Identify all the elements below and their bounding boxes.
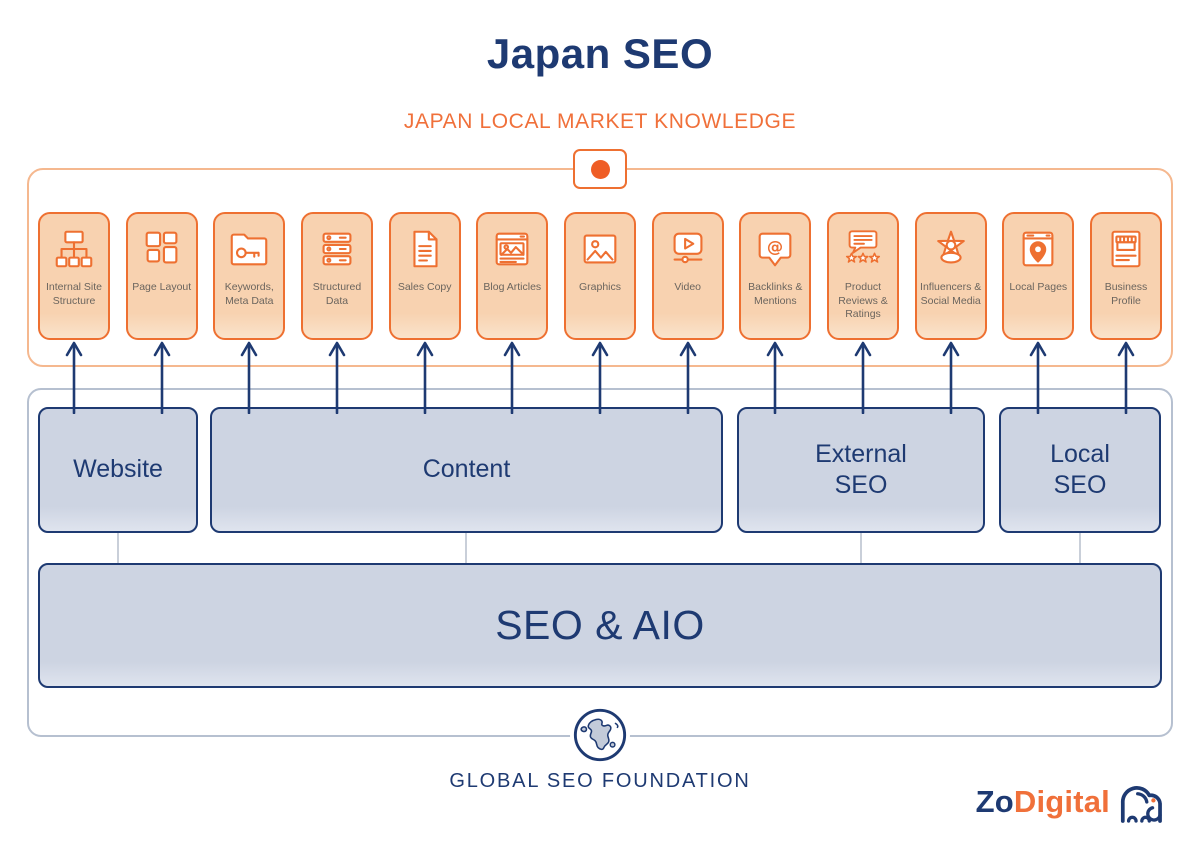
card-influencers-social-media: Influencers & Social Media bbox=[914, 212, 987, 340]
card-backlinks-mentions: @ Backlinks & Mentions bbox=[739, 212, 812, 340]
sitemap-icon bbox=[55, 230, 93, 268]
connector-line bbox=[1079, 532, 1081, 564]
connector-line bbox=[465, 532, 467, 564]
card-business-profile: Business Profile bbox=[1090, 212, 1162, 340]
box-content: Content bbox=[210, 407, 723, 533]
page-title: Japan SEO bbox=[486, 30, 714, 77]
box-website: Website bbox=[38, 407, 198, 533]
folder-key-icon bbox=[230, 233, 268, 266]
box-external-seo: External SEO bbox=[737, 407, 985, 533]
logo-text-digital: Digital bbox=[1013, 784, 1110, 819]
japan-flag-icon bbox=[573, 149, 627, 189]
up-arrows bbox=[65, 341, 1135, 414]
card-label: Business Profile bbox=[1104, 281, 1148, 307]
card-blog-articles: Blog Articles bbox=[476, 212, 549, 340]
connector-line bbox=[117, 532, 119, 564]
card-label: Backlinks & Mentions bbox=[748, 281, 803, 307]
knowledge-section-heading: JAPAN LOCAL MARKET KNOWLEDGE bbox=[403, 110, 797, 133]
card-sales-copy: Sales Copy bbox=[388, 212, 461, 340]
storefront-profile-icon bbox=[1111, 230, 1141, 268]
card-structured-data: Structured Data bbox=[301, 212, 373, 340]
card-label: Product Reviews & Ratings bbox=[838, 281, 888, 321]
card-label: Blog Articles bbox=[483, 281, 542, 293]
card-local-pages: Local Pages bbox=[1002, 212, 1075, 340]
card-internal-site-structure: Internal Site Structure bbox=[38, 212, 110, 340]
card-label: Keywords, Meta Data bbox=[224, 281, 274, 307]
foundation-footer-label: GLOBAL SEO FOUNDATION bbox=[449, 770, 751, 792]
review-stars-icon bbox=[845, 230, 881, 263]
page-layout-icon bbox=[145, 231, 178, 264]
box-seo-aio: SEO & AIO bbox=[38, 563, 1162, 688]
card-graphics: Graphics bbox=[564, 212, 636, 340]
card-label: Graphics bbox=[578, 281, 621, 293]
base-box-label: SEO & AIO bbox=[495, 602, 705, 648]
document-icon bbox=[413, 230, 438, 268]
webpage-article-icon bbox=[495, 232, 529, 266]
box-label: Local SEO bbox=[1050, 439, 1110, 499]
globe-icon bbox=[570, 705, 630, 765]
card-label: Page Layout bbox=[132, 281, 192, 293]
card-label: Sales Copy bbox=[397, 281, 452, 293]
card-label: Internal Site Structure bbox=[45, 281, 103, 307]
box-label: External SEO bbox=[815, 439, 907, 499]
box-label: Website bbox=[73, 455, 163, 484]
card-label: Influencers & Social Media bbox=[920, 281, 982, 307]
card-label: Local Pages bbox=[1009, 281, 1068, 293]
card-keywords-meta-data: Keywords, Meta Data bbox=[213, 212, 286, 340]
card-label: Structured Data bbox=[312, 281, 362, 307]
connector-line bbox=[860, 532, 862, 564]
box-local-seo: Local SEO bbox=[999, 407, 1161, 533]
zodigital-logo: ZoDigital bbox=[976, 778, 1166, 826]
server-stack-icon bbox=[322, 232, 352, 266]
card-label: Video bbox=[674, 281, 702, 293]
image-icon bbox=[583, 234, 617, 264]
card-video: Video bbox=[651, 212, 724, 340]
at-bubble-icon: @ bbox=[758, 232, 792, 267]
japan-flag-dot bbox=[590, 159, 610, 179]
video-player-icon bbox=[673, 232, 703, 264]
map-pin-page-icon bbox=[1022, 231, 1054, 267]
elephant-icon bbox=[1120, 786, 1162, 823]
card-page-layout: Page Layout bbox=[125, 212, 198, 340]
logo-text-zo: Zo bbox=[975, 784, 1014, 819]
box-label: Content bbox=[422, 455, 511, 484]
card-product-reviews-ratings: Product Reviews & Ratings bbox=[827, 212, 899, 340]
logo-text: ZoDigital bbox=[976, 784, 1110, 820]
svg-text:@: @ bbox=[767, 237, 783, 256]
star-person-icon bbox=[936, 230, 965, 264]
